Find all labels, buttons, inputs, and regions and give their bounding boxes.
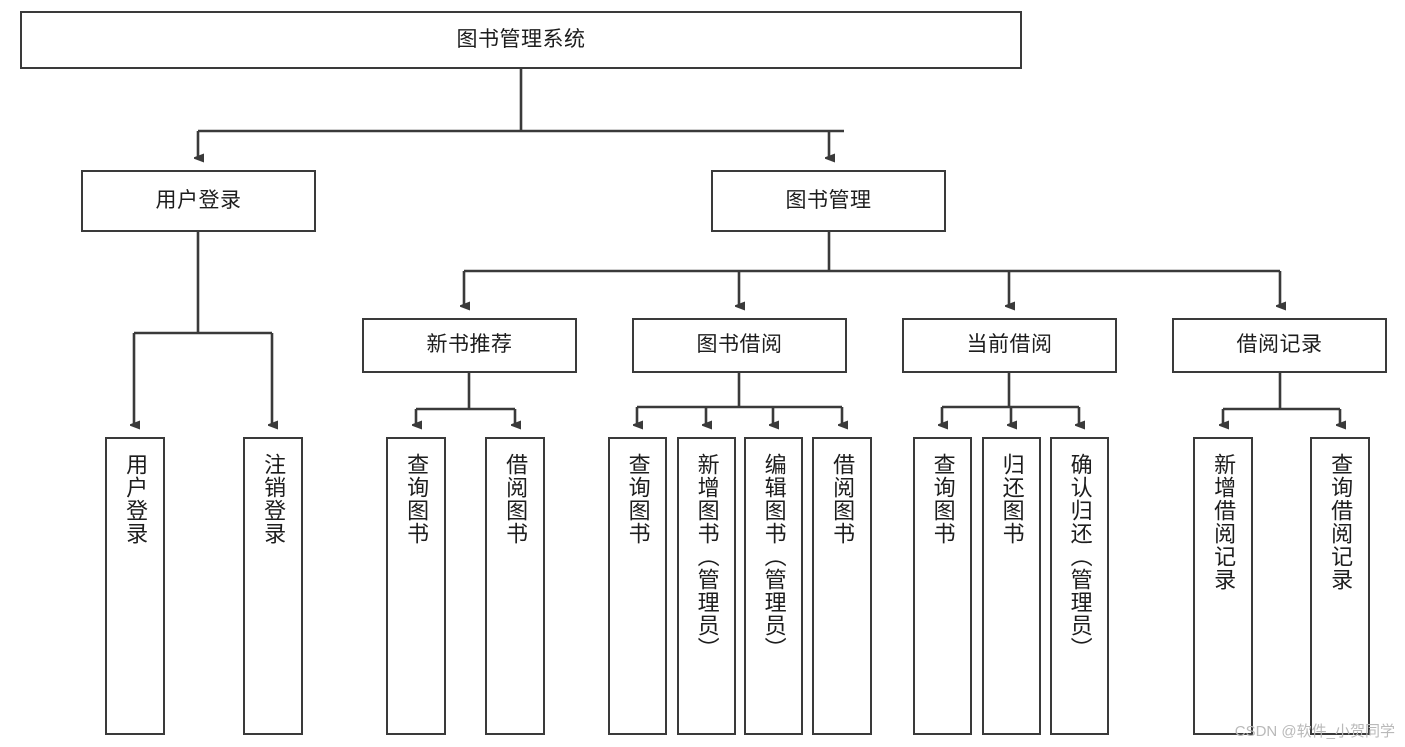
node-leaf-return-book[interactable]: 归还图书 <box>982 437 1041 735</box>
node-user-login[interactable]: 用户登录 <box>81 170 316 232</box>
node-leaf-query-book-c-label: 查询图书 <box>930 453 956 545</box>
csdn-watermark: CSDN @软件_小贺同学 <box>1234 723 1395 740</box>
node-leaf-add-record[interactable]: 新增借阅记录 <box>1193 437 1253 735</box>
node-leaf-logout-label: 注销登录 <box>261 453 287 545</box>
node-new-book-rec[interactable]: 新书推荐 <box>362 318 577 373</box>
node-root-label: 图书管理系统 <box>456 27 586 51</box>
node-book-manage-label: 图书管理 <box>785 188 872 212</box>
node-root[interactable]: 图书管理系统 <box>20 11 1022 69</box>
node-leaf-user-login[interactable]: 用户登录 <box>105 437 165 735</box>
node-leaf-borrow-book-a[interactable]: 借阅图书 <box>485 437 545 735</box>
node-leaf-query-book-b-label: 查询图书 <box>625 453 651 545</box>
node-leaf-edit-book-label: 编辑图书（管理员） <box>761 453 787 660</box>
node-leaf-edit-book[interactable]: 编辑图书（管理员） <box>744 437 803 735</box>
node-leaf-borrow-book-b-label: 借阅图书 <box>830 453 856 545</box>
node-leaf-query-book-a-label: 查询图书 <box>404 453 430 545</box>
node-current-borrow-label: 当前借阅 <box>966 333 1053 357</box>
node-leaf-borrow-book-a-label: 借阅图书 <box>503 453 529 545</box>
node-leaf-add-book-label: 新增图书（管理员） <box>694 453 720 660</box>
node-leaf-query-book-b[interactable]: 查询图书 <box>608 437 667 735</box>
node-current-borrow[interactable]: 当前借阅 <box>902 318 1117 373</box>
node-leaf-confirm-return[interactable]: 确认归还（管理员） <box>1050 437 1109 735</box>
node-leaf-return-book-label: 归还图书 <box>999 453 1025 545</box>
node-leaf-user-login-label: 用户登录 <box>123 453 149 545</box>
node-leaf-confirm-return-label: 确认归还（管理员） <box>1067 453 1093 660</box>
node-book-manage[interactable]: 图书管理 <box>711 170 946 232</box>
node-leaf-add-record-label: 新增借阅记录 <box>1211 453 1237 591</box>
node-new-book-rec-label: 新书推荐 <box>426 333 513 357</box>
node-book-borrow-label: 图书借阅 <box>696 333 783 357</box>
node-leaf-query-book-c[interactable]: 查询图书 <box>913 437 972 735</box>
node-leaf-query-book-a[interactable]: 查询图书 <box>386 437 446 735</box>
node-leaf-query-record[interactable]: 查询借阅记录 <box>1310 437 1370 735</box>
node-book-borrow[interactable]: 图书借阅 <box>632 318 847 373</box>
node-borrow-record[interactable]: 借阅记录 <box>1172 318 1387 373</box>
node-leaf-logout[interactable]: 注销登录 <box>243 437 303 735</box>
node-leaf-borrow-book-b[interactable]: 借阅图书 <box>812 437 872 735</box>
node-user-login-label: 用户登录 <box>155 188 242 212</box>
node-borrow-record-label: 借阅记录 <box>1236 333 1323 357</box>
node-leaf-query-record-label: 查询借阅记录 <box>1328 453 1354 591</box>
node-leaf-add-book[interactable]: 新增图书（管理员） <box>677 437 736 735</box>
